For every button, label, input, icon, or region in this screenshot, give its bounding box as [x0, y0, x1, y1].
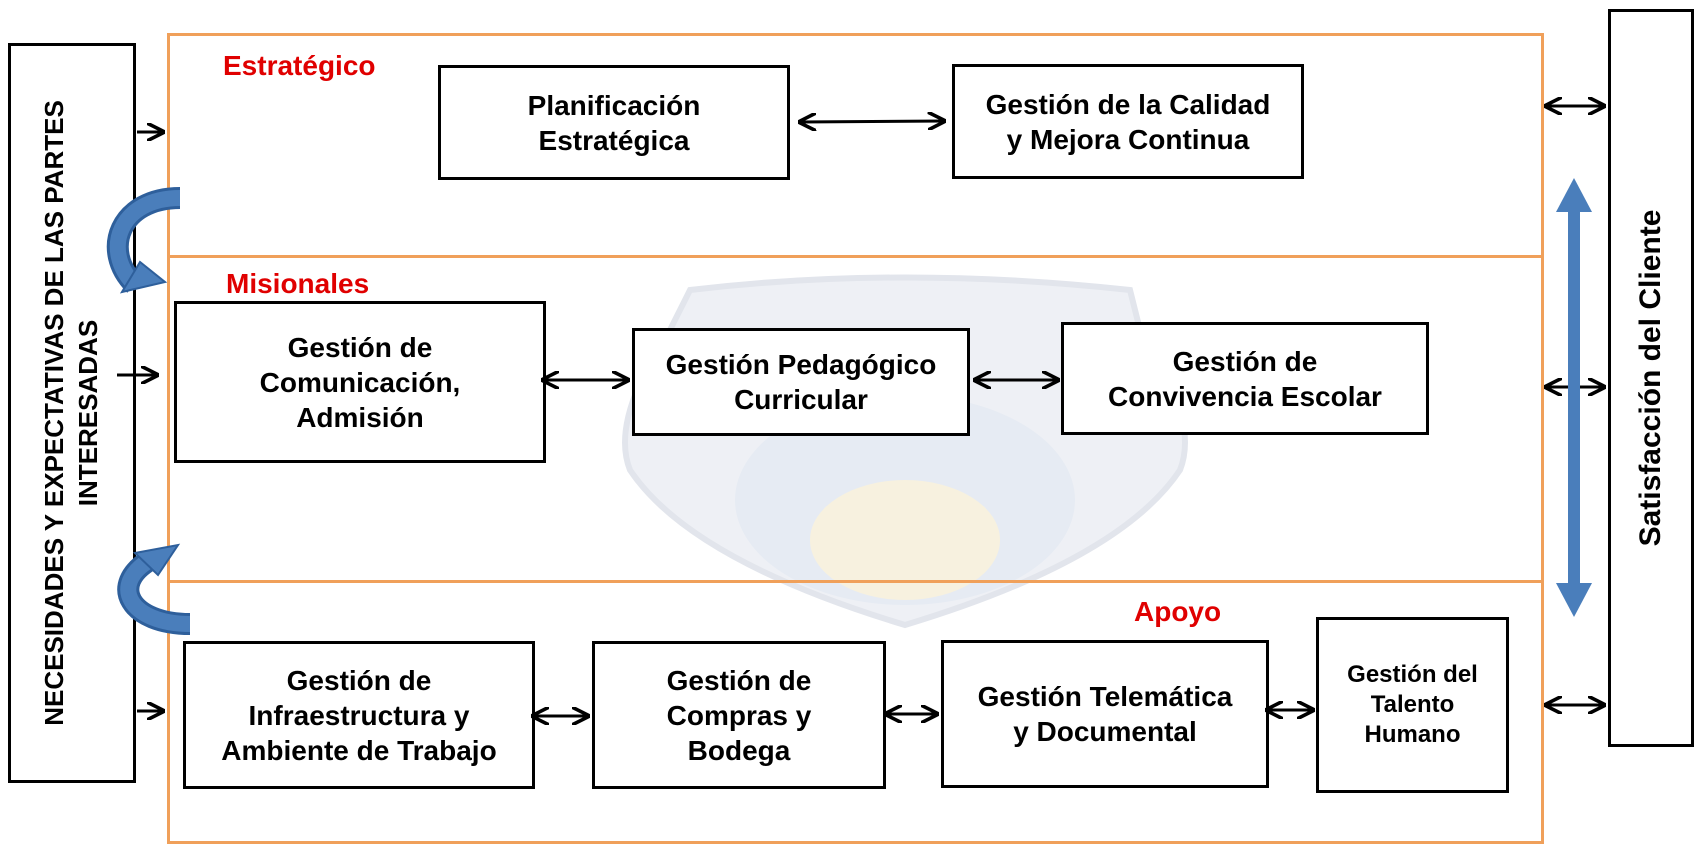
process-line: Planificación — [527, 89, 701, 121]
process-line: Ambiente de Trabajo — [221, 734, 497, 766]
support-band — [167, 580, 1544, 844]
process-line: Gestión de la Calidad — [985, 88, 1271, 120]
process-line: Gestión Telemática — [977, 681, 1233, 712]
process-line: Comunicación, — [259, 366, 461, 398]
process-line: Gestión del — [1347, 661, 1478, 688]
customer-satisfaction-panel: Satisfacción del Cliente — [1608, 9, 1694, 747]
support-title: Apoyo — [1134, 596, 1222, 627]
process-gestion-talento[interactable]: Gestión del Talento Humano — [1316, 617, 1509, 793]
process-line: Gestión Pedagógico — [665, 349, 937, 380]
process-line: Compras y — [666, 699, 812, 731]
process-line: Admisión — [296, 401, 424, 433]
process-gestion-infraestructura[interactable]: Gestión de Infraestructura y Ambiente de… — [183, 641, 535, 789]
process-line: Curricular — [734, 384, 868, 415]
stakeholder-needs-line1: NECESIDADES Y EXPECTATIVAS DE LAS PARTES — [39, 100, 70, 726]
process-gestion-telematica[interactable]: Gestión Telemática y Documental — [941, 640, 1269, 788]
process-line: Gestión de — [1172, 345, 1318, 377]
process-line: Bodega — [687, 734, 791, 766]
process-gestion-pedagogico[interactable]: Gestión Pedagógico Curricular — [632, 328, 970, 436]
missional-title: Misionales — [226, 268, 370, 299]
process-line: Infraestructura y — [248, 699, 470, 731]
process-gestion-convivencia[interactable]: Gestión de Convivencia Escolar — [1061, 322, 1429, 435]
process-line: Gestión de — [287, 331, 433, 363]
process-gestion-calidad[interactable]: Gestión de la Calidad y Mejora Continua — [952, 64, 1304, 179]
process-gestion-compras[interactable]: Gestión de Compras y Bodega — [592, 641, 886, 789]
process-line: Gestión de — [666, 664, 812, 696]
process-line: Humano — [1364, 721, 1461, 748]
customer-satisfaction-label: Satisfacción del Cliente — [1634, 209, 1667, 547]
process-line: Convivencia Escolar — [1108, 380, 1382, 412]
process-line: Gestión de — [286, 664, 432, 696]
process-line: y Mejora Continua — [1006, 123, 1250, 155]
stakeholder-needs-panel: NECESIDADES Y EXPECTATIVAS DE LAS PARTES… — [8, 43, 136, 783]
stakeholder-needs-line2: INTERESADAS — [73, 319, 103, 507]
process-gestion-comunicacion[interactable]: Gestión de Comunicación, Admisión — [174, 301, 546, 463]
stakeholder-needs-label: NECESIDADES Y EXPECTATIVAS DE LAS PARTES… — [38, 100, 106, 726]
process-planificacion-estrategica[interactable]: Planificación Estratégica — [438, 65, 790, 180]
process-line: y Documental — [1013, 716, 1197, 747]
strategic-title: Estratégico — [223, 50, 376, 81]
process-line: Talento — [1370, 691, 1455, 718]
process-line: Estratégica — [538, 124, 690, 156]
